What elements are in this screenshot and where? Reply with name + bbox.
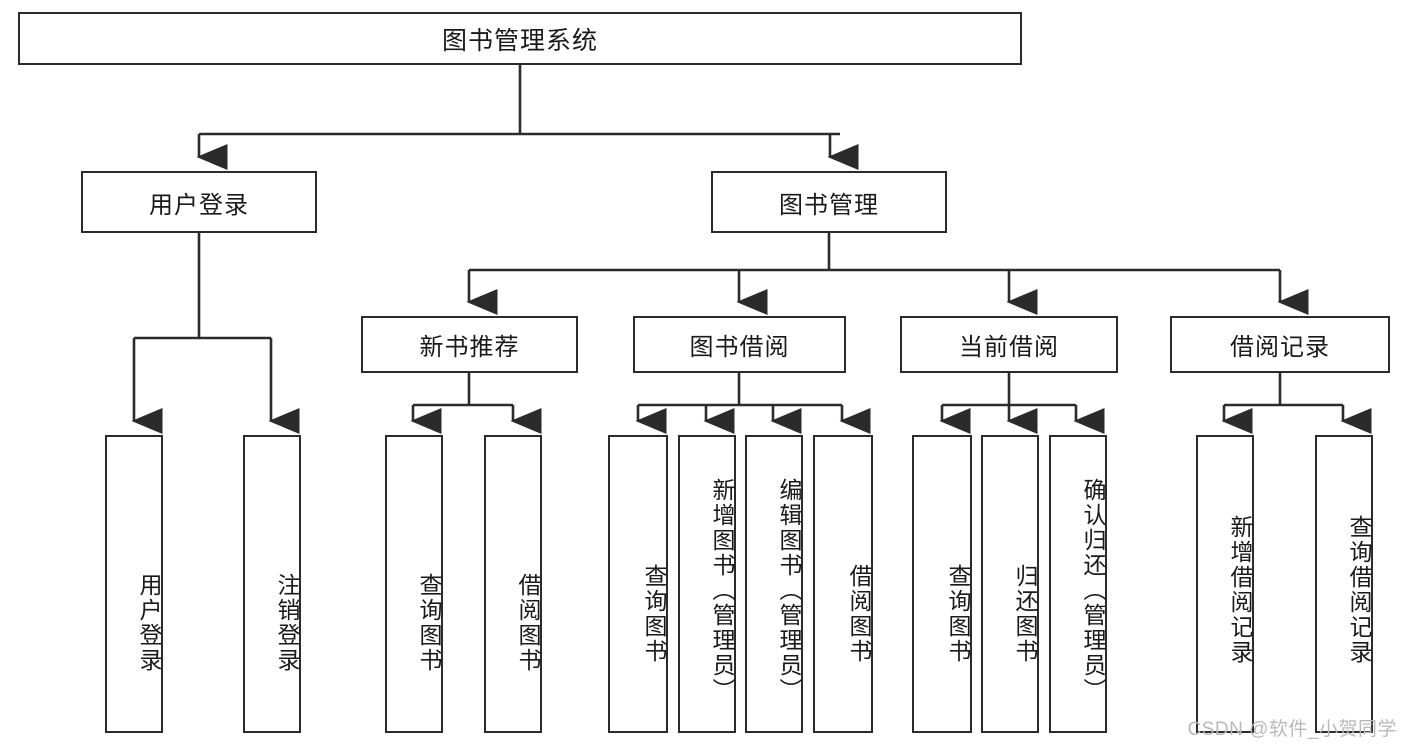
leaf-query-book-new[interactable]: 查询图书 xyxy=(385,435,443,733)
node-book-management[interactable]: 图书管理 xyxy=(711,171,947,233)
leaf-user-logout[interactable]: 注销登录 xyxy=(243,435,301,733)
node-new-book-recommend[interactable]: 新书推荐 xyxy=(361,316,578,373)
leaf-query-borrow-record[interactable]: 查询借阅记录 xyxy=(1315,435,1373,733)
leaf-confirm-return-admin[interactable]: 确认归还（管理员） xyxy=(1049,435,1107,733)
node-user-login[interactable]: 用户登录 xyxy=(81,171,317,233)
node-root[interactable]: 图书管理系统 xyxy=(18,12,1022,65)
leaf-borrow-book-new[interactable]: 借阅图书 xyxy=(484,435,542,733)
leaf-query-book-borrow[interactable]: 查询图书 xyxy=(608,435,668,733)
node-book-borrow[interactable]: 图书借阅 xyxy=(633,316,846,373)
node-current-borrow[interactable]: 当前借阅 xyxy=(900,316,1118,373)
node-borrow-record[interactable]: 借阅记录 xyxy=(1170,316,1390,373)
leaf-query-book-current[interactable]: 查询图书 xyxy=(912,435,972,733)
leaf-add-book-admin[interactable]: 新增图书（管理员） xyxy=(678,435,736,733)
csdn-watermark: CSDN @软件_小贺同学 xyxy=(1187,719,1397,740)
leaf-add-borrow-record[interactable]: 新增借阅记录 xyxy=(1196,435,1254,733)
leaf-return-book[interactable]: 归还图书 xyxy=(981,435,1039,733)
leaf-borrow-book[interactable]: 借阅图书 xyxy=(813,435,873,733)
leaf-user-login[interactable]: 用户登录 xyxy=(105,435,163,733)
leaf-edit-book-admin[interactable]: 编辑图书（管理员） xyxy=(745,435,803,733)
